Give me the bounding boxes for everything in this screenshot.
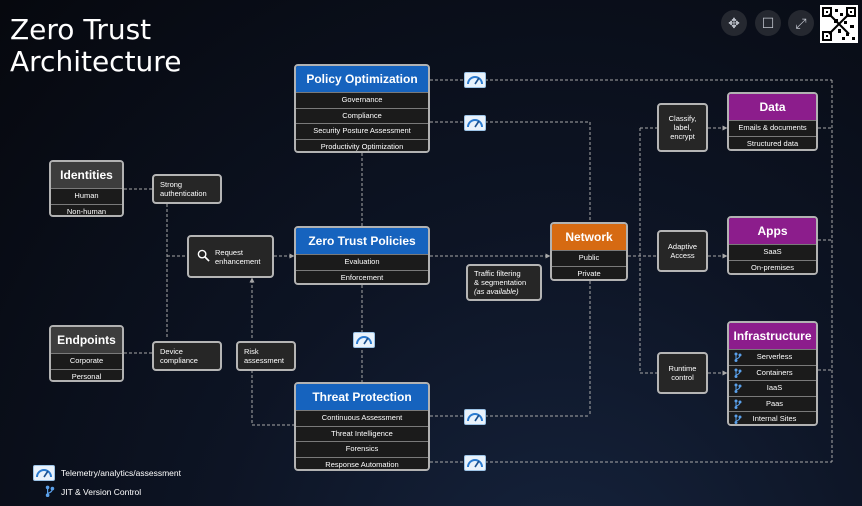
infrastructure-box[interactable]: Infrastructure Serverless Containers Iaa… (727, 321, 818, 426)
network-item-public: Public (552, 250, 626, 266)
legend-telemetry-icon (33, 465, 55, 481)
infra-row-internal-sites: Internal Sites (729, 411, 816, 424)
identities-item-non-human: Non-human (51, 203, 122, 215)
square-icon[interactable]: ☐ (755, 10, 781, 36)
threat-item-continuous: Continuous Assessment (296, 410, 428, 426)
adaptive-line-1: Adaptive (667, 242, 698, 251)
apps-box[interactable]: Apps SaaS On-premises (727, 216, 818, 275)
network-box[interactable]: Network Public Private (550, 222, 628, 281)
traffic-line-1: Traffic filtering (474, 269, 521, 278)
threat-protection-box[interactable]: Threat Protection Continuous Assessment … (294, 382, 430, 471)
traffic-line-3: (as available) (474, 287, 519, 296)
endpoints-box[interactable]: Endpoints Corporate Personal (49, 325, 124, 382)
telemetry-icon (464, 455, 486, 471)
infra-item-containers: Containers (756, 367, 793, 377)
runtime-line-2: control (671, 373, 694, 382)
risk-assessment-label: Risk assessment (236, 341, 296, 371)
infra-row-iaas: IaaS (729, 380, 816, 396)
device-compliance-label: Device compliance (152, 341, 222, 371)
risk-line-1: Risk (244, 347, 259, 356)
move-icon[interactable]: ✥ (721, 10, 747, 36)
zt-item-enforcement: Enforcement (296, 269, 428, 283)
branch-icon (734, 352, 742, 362)
infra-row-paas: Paas (729, 395, 816, 411)
runtime-line-1: Runtime (668, 364, 697, 373)
identities-box[interactable]: Identities Human Non-human (49, 160, 124, 217)
telemetry-icon (353, 332, 375, 348)
infra-row-serverless: Serverless (729, 349, 816, 365)
zero-trust-policies-title: Zero Trust Policies (296, 228, 428, 254)
threat-protection-title: Threat Protection (296, 384, 428, 410)
apps-title: Apps (729, 218, 816, 244)
policy-optimization-title: Policy Optimization (296, 66, 428, 92)
policy-item-governance: Governance (296, 92, 428, 108)
policy-optimization-box[interactable]: Policy Optimization Governance Complianc… (294, 64, 430, 153)
threat-item-response: Response Automation (296, 456, 428, 469)
fullscreen-icon[interactable]: ⤢ (788, 10, 814, 36)
apps-item-saas: SaaS (729, 244, 816, 260)
data-item-structured: Structured data (729, 135, 816, 149)
zero-trust-policies-box[interactable]: Zero Trust Policies Evaluation Enforceme… (294, 226, 430, 285)
network-title: Network (552, 224, 626, 250)
traffic-line-2: & segmentation (474, 278, 527, 287)
threat-item-forensics: Forensics (296, 441, 428, 457)
policy-item-compliance: Compliance (296, 107, 428, 123)
risk-line-2: assessment (244, 356, 285, 365)
device-compliance-line-2: compliance (160, 356, 198, 365)
classify-line-3: encrypt (670, 132, 695, 141)
apps-item-onprem: On-premises (729, 259, 816, 273)
traffic-filtering-label: Traffic filtering & segmentation (as ava… (466, 264, 542, 301)
identities-title: Identities (51, 162, 122, 188)
infra-row-containers: Containers (729, 364, 816, 380)
threat-item-intelligence: Threat Intelligence (296, 425, 428, 441)
title-line-2: Architecture (10, 45, 182, 78)
request-enhancement-line-1: Request (215, 247, 243, 257)
classify-line-2: label, (673, 123, 692, 132)
endpoints-title: Endpoints (51, 327, 122, 353)
strong-auth-line-2: authentication (160, 189, 207, 198)
endpoints-item-personal: Personal (51, 368, 122, 380)
qr-code-icon[interactable] (820, 5, 858, 43)
infra-item-serverless: Serverless (756, 352, 793, 361)
device-compliance-line-1: Device (160, 347, 183, 356)
runtime-control-label: Runtime control (657, 352, 708, 394)
search-icon (197, 249, 210, 262)
request-enhancement-line-2: enhancement (215, 256, 261, 266)
page-title: Zero Trust Architecture (10, 14, 181, 78)
zt-item-evaluation: Evaluation (296, 254, 428, 270)
policy-item-security-posture: Security Posture Assessment (296, 123, 428, 139)
infra-item-paas: Paas (765, 398, 784, 408)
infrastructure-title: Infrastructure (729, 323, 816, 349)
policy-item-productivity: Productivity Optimization (296, 138, 428, 151)
adaptive-access-label: Adaptive Access (657, 230, 708, 272)
data-item-emails: Emails & documents (729, 120, 816, 136)
adaptive-line-2: Access (670, 251, 695, 260)
strong-auth-line-1: Strong (160, 180, 183, 189)
endpoints-item-corporate: Corporate (51, 353, 122, 369)
classify-line-1: Classify, (668, 114, 697, 123)
telemetry-icon (464, 115, 486, 131)
branch-icon (734, 383, 742, 393)
branch-icon (734, 399, 742, 409)
infra-item-internal-sites: Internal Sites (752, 414, 797, 423)
telemetry-icon (464, 409, 486, 425)
strong-authentication-label: Strong authentication (152, 174, 222, 204)
request-enhancement-label: Request enhancement (187, 235, 274, 278)
network-item-private: Private (552, 265, 626, 279)
data-box[interactable]: Data Emails & documents Structured data (727, 92, 818, 151)
classify-label: Classify, label, encrypt (657, 103, 708, 152)
branch-icon (734, 414, 742, 424)
telemetry-icon (464, 72, 486, 88)
title-line-1: Zero Trust (10, 13, 152, 46)
infra-item-iaas: IaaS (766, 383, 783, 392)
branch-icon (734, 368, 742, 378)
legend-branch-icon (45, 485, 55, 497)
legend-telemetry-label: Telemetry/analytics/assessment (61, 468, 181, 478)
identities-item-human: Human (51, 188, 122, 204)
legend-jit-label: JIT & Version Control (61, 487, 142, 497)
data-title: Data (729, 94, 816, 120)
